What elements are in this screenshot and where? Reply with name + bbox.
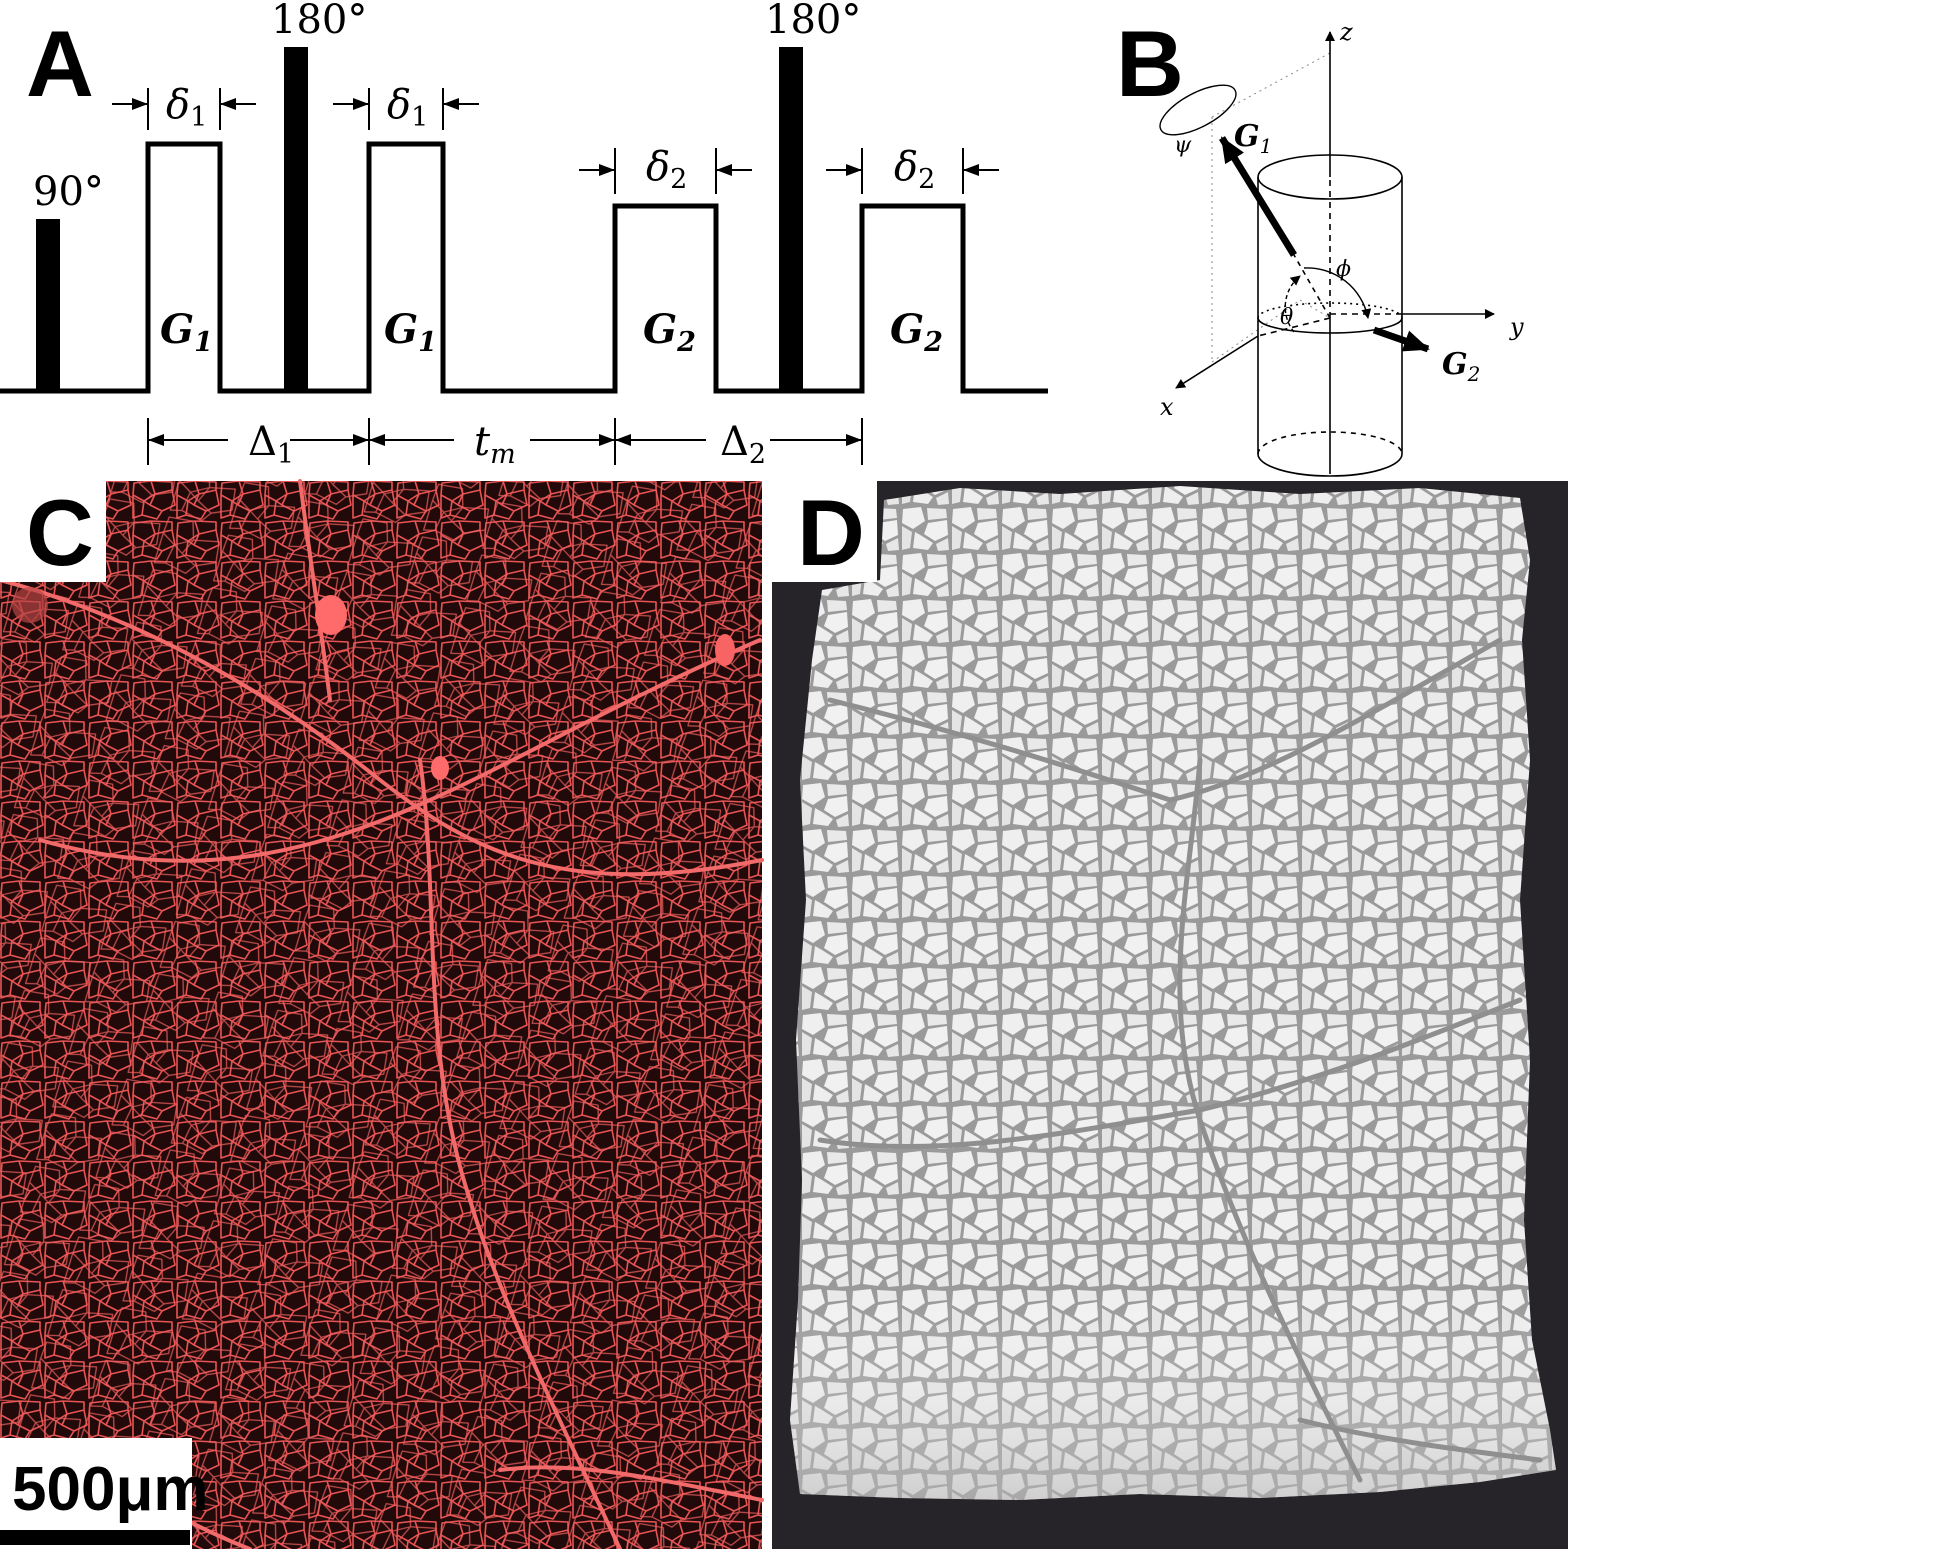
g2-vector-label: G2 (1442, 347, 1480, 386)
construction-lines (1211, 52, 1331, 363)
delta2-first-label: δ2 (646, 144, 687, 195)
y-axis-label: y (1509, 313, 1524, 341)
theta-angle-arc (1284, 275, 1301, 333)
g1-vector (1219, 136, 1297, 257)
gradient-g1-first-label: G1 (160, 306, 213, 358)
rendering-septa (817, 637, 1543, 1483)
panel-d-label: D (797, 480, 865, 585)
bright-spot (12, 587, 48, 623)
gradient-waveform (0, 141, 1048, 394)
delta1-second-marker (333, 88, 479, 130)
rf-pulse-90-label: 90° (33, 169, 104, 215)
gradient-g2-second-label: G2 (890, 306, 943, 358)
g2-vector (1372, 326, 1430, 353)
delta1-first-marker (112, 88, 256, 130)
panel-a-label: A (26, 11, 94, 116)
rf-pulse-90 (36, 219, 60, 391)
phi-angle-arc (1303, 267, 1372, 319)
axes (1175, 31, 1495, 474)
delta1-second-label: δ1 (387, 82, 428, 133)
theta-angle-label: θ (1280, 305, 1293, 330)
rf-pulse-180-first (284, 47, 308, 391)
bright-spot (315, 595, 347, 635)
z-axis-label: z (1339, 18, 1353, 46)
tm-label: tm (474, 419, 516, 470)
psi-rotation-icon (1159, 84, 1237, 136)
panel-b-label: B (1116, 11, 1184, 116)
delta1-first-label: δ1 (166, 82, 207, 133)
big-delta1-label: Δ1 (248, 419, 294, 470)
delta2-first-marker (579, 148, 752, 194)
gradient-g1-second-label: G1 (384, 306, 437, 358)
rf-pulse-180-second (779, 47, 803, 391)
panel-d: D (772, 480, 1568, 1549)
delta2-second-marker (826, 148, 999, 194)
delta2-second-label: δ2 (894, 144, 935, 195)
panel-a: A 90° 180° 180° G1 G1 G2 G2 (0, 0, 1048, 470)
panel-c: C 500μm (0, 479, 764, 1549)
bright-spot (715, 634, 735, 666)
g1-vector-label: G1 (1234, 119, 1272, 158)
rf-pulse-180-second-label: 180° (765, 0, 861, 43)
panel-c-label: C (26, 480, 94, 585)
phi-angle-label: ϕ (1336, 257, 1351, 282)
panel-b: B z y x (1116, 11, 1524, 477)
big-delta2-label: Δ2 (720, 419, 766, 470)
scale-bar-label: 500μm (12, 1455, 209, 1524)
scale-bar (0, 1530, 190, 1545)
gradient-g2-first-label: G2 (643, 306, 696, 358)
x-axis-label: x (1160, 393, 1174, 421)
bright-spot (431, 756, 449, 780)
psi-angle-label: ψ (1174, 133, 1192, 158)
rf-pulse-180-first-label: 180° (271, 0, 367, 43)
